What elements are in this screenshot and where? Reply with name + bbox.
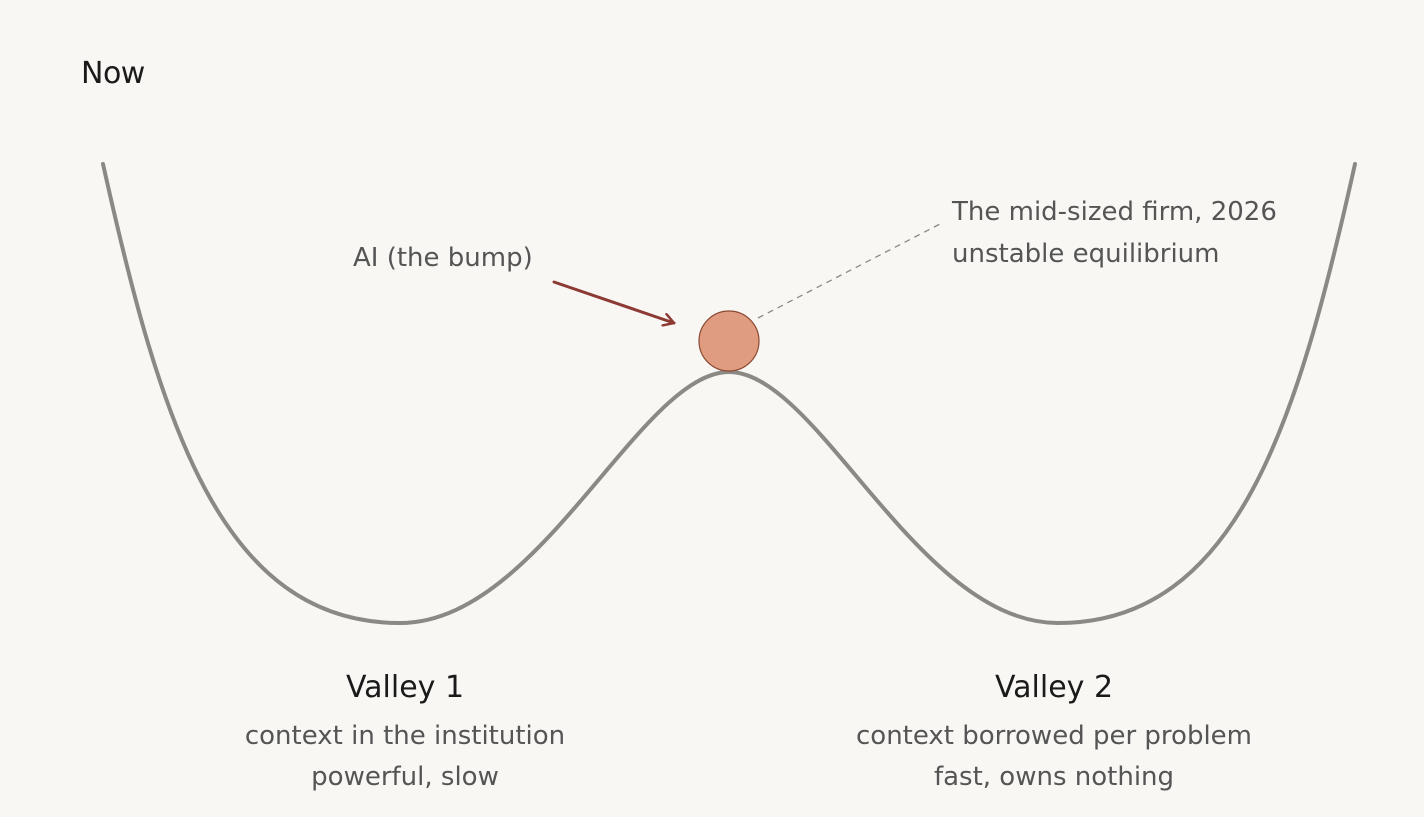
valley-1-title: Valley 1: [346, 670, 464, 705]
valley-1-line2: powerful, slow: [311, 762, 499, 792]
page-title: Now: [81, 56, 145, 91]
bump-label: AI (the bump): [353, 243, 533, 273]
firm-label-line2: unstable equilibrium: [952, 239, 1220, 269]
firm-label-line1: The mid-sized firm, 2026: [951, 197, 1277, 227]
firm-leader-line: [757, 223, 941, 319]
valley-1-line1: context in the institution: [245, 721, 565, 751]
potential-curve: [101, 162, 1357, 626]
valley-2-line2: fast, owns nothing: [934, 762, 1174, 792]
firm-ball: [698, 310, 760, 372]
valley-2-title: Valley 2: [995, 670, 1113, 705]
valley-2-line1: context borrowed per problem: [856, 721, 1252, 751]
bump-arrow: [552, 280, 676, 323]
